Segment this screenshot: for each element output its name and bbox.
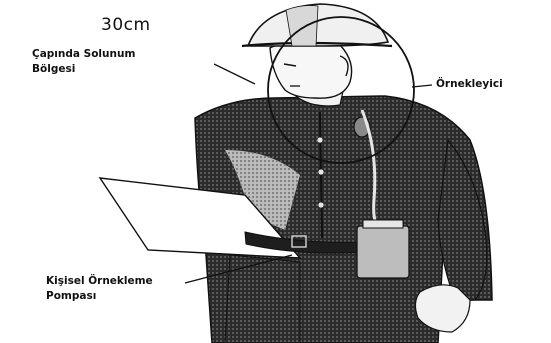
hard-hat-ridge xyxy=(286,6,318,47)
breathing-zone-leader xyxy=(214,64,255,84)
pump-label-line1: Kişisel Örnekleme xyxy=(46,274,153,289)
pump-label-line2: Pompası xyxy=(46,289,96,304)
shirt-button xyxy=(318,169,323,174)
breathing-zone-label-line2: Bölgesi xyxy=(32,62,75,77)
shirt-button xyxy=(317,137,322,142)
worker-trousers xyxy=(225,255,300,343)
worker-right-arm xyxy=(438,140,487,300)
pump-clip xyxy=(363,220,403,228)
sampler-leader xyxy=(412,85,432,87)
personal-sampling-pump xyxy=(357,226,409,278)
sampler-label: Örnekleyici xyxy=(436,77,503,92)
breathing-zone-label-line1: Çapında Solunum xyxy=(32,47,135,62)
shirt-button xyxy=(318,202,323,207)
worker-face xyxy=(270,43,352,98)
diameter-label: 30cm xyxy=(101,15,151,35)
